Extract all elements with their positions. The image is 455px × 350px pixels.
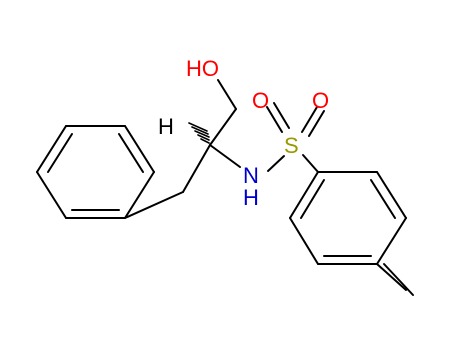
methyl-bond <box>376 263 407 291</box>
oxygen-1-label: O <box>252 88 269 113</box>
amine-h-label: H <box>243 185 259 210</box>
tolyl-ring <box>289 171 407 291</box>
phenyl-ring <box>36 125 155 219</box>
hydroxyl-label: HO <box>186 56 219 81</box>
hashed-wedge-bond <box>188 122 210 144</box>
sulfonyl-double-bonds <box>266 102 325 137</box>
n-s-bond <box>267 155 285 172</box>
methyl-group <box>383 263 414 296</box>
amine-n-label: N <box>243 163 259 188</box>
s-aryl-bond <box>302 154 319 173</box>
alkyl-chain <box>124 79 241 219</box>
sulfur-label: S <box>284 133 299 158</box>
stereo-hydrogen-label: H <box>158 114 174 139</box>
oxygen-2-label: O <box>312 88 329 113</box>
